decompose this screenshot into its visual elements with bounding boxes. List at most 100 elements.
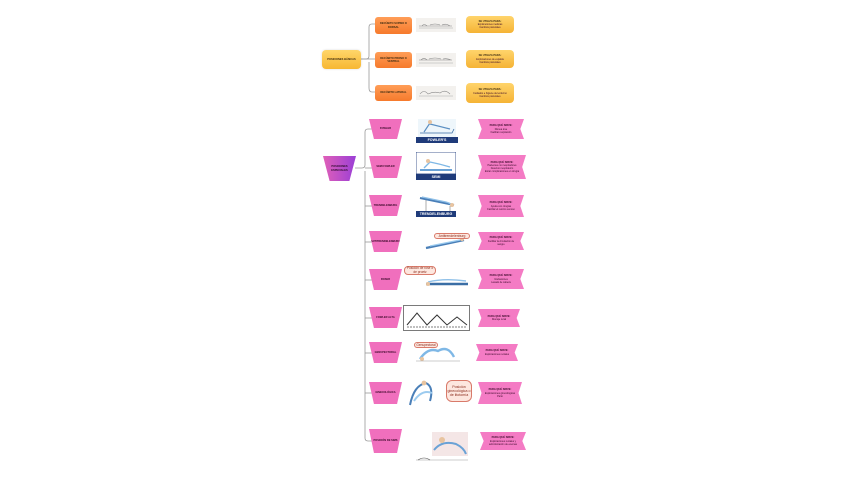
- branch-node-sims[interactable]: POSICIÓN DE SIMS: [369, 429, 402, 453]
- uses-item: Ayuda con cirugías: [490, 204, 512, 208]
- uses-list: Exploraciones rectales: [485, 353, 509, 356]
- trendelenburg-bed-illustration: [419, 196, 455, 211]
- branch-node-label: FOWLER: [379, 127, 392, 131]
- uses-box-lateral: SE UTILIZA PARA: Cuidados e higiene del …: [466, 83, 514, 103]
- uses-list: Ayuda con cirugías Facilitar el retorno …: [487, 205, 515, 211]
- uses-item: Facilitar la circulación de sangre: [487, 239, 515, 246]
- uses-list: Exploraciones médicas Cambios posturales: [478, 23, 503, 29]
- uses-title: SE UTILIZA PARA:: [478, 88, 502, 92]
- roser-callout: Posición de rose o de proetz: [404, 266, 436, 275]
- callout-text: Antitrendelenburg: [438, 234, 466, 238]
- ginecologica-callout: Posición ginecológica o de litotomía: [446, 380, 472, 402]
- supine-position-illustration: [416, 18, 456, 32]
- uses-box-prone: SE UTILIZA PARA: Exploraciones de espald…: [466, 50, 514, 68]
- uses-list: Cuidados e higiene del enfermo Cambios p…: [473, 92, 507, 98]
- uses-box-sims: PARA QUÉ SIRVE: Exploraciones rectales y…: [480, 432, 526, 450]
- genupectoral-callout: Genupectoral: [414, 342, 438, 348]
- fowler-bed-illustration: [418, 119, 456, 137]
- branch-node-label: SEMI FOWLER: [376, 165, 395, 169]
- uses-box-fowler: PARA QUÉ SIRVE: Disnea leve Facilitar re…: [478, 119, 524, 139]
- uses-list: Exploraciones ginecológicas Parto: [485, 392, 515, 398]
- uses-title: SE UTILIZA PARA:: [478, 54, 502, 58]
- root-node-label: POSICIONES BÁSICAS: [327, 57, 356, 61]
- uses-item: Cambios posturales: [479, 60, 501, 64]
- branch-node-label: GENUPECTORAL: [374, 350, 397, 354]
- uses-item: Cambios posturales: [479, 26, 501, 30]
- branch-node-label: ANTITRENDELENBURG: [370, 239, 401, 243]
- root-node-label: POSICIONES ESPECIALES: [331, 165, 348, 172]
- antitrendelenburg-illustration: [425, 237, 465, 250]
- sims-illustration: [416, 432, 468, 461]
- roser-illustration: [426, 279, 468, 286]
- branch-node-label: FOWLER ALTA: [376, 315, 395, 319]
- uses-title: PARA QUÉ SIRVE:: [487, 314, 511, 318]
- uses-box-semi-fowler: PARA QUÉ SIRVE: Pacientes con respirador…: [478, 155, 526, 179]
- branch-node-semi-fowler[interactable]: SEMI FOWLER: [369, 156, 402, 178]
- branch-node-label: ROSER: [380, 277, 391, 281]
- uses-title: PARA QUÉ SIRVE:: [489, 274, 513, 278]
- fowler-alta-illustration: [403, 305, 470, 331]
- uses-box-roser: PARA QUÉ SIRVE: Intubaciones Lavado de c…: [478, 269, 524, 289]
- branch-node-trendelenburg[interactable]: TRENDELENBURG: [369, 195, 402, 216]
- uses-item: Exploraciones ginecológicas: [484, 391, 516, 395]
- branch-node-lateral[interactable]: DECÚBITO LATERAL: [375, 85, 412, 101]
- branch-node-antitrendelenburg[interactable]: ANTITRENDELENBURG: [369, 231, 402, 252]
- uses-item: Pacientes con respiradores: [487, 164, 517, 168]
- branch-node-label: TRENDELENBURG: [373, 203, 398, 207]
- branch-node-prone[interactable]: DECÚBITO PRONO O VENTRAL: [375, 52, 412, 68]
- uses-item: Evitar complicaciones en cirugía: [484, 170, 520, 174]
- branch-node-label: DECÚBITO PRONO O VENTRAL: [380, 56, 407, 63]
- uses-item: Disnea leve: [494, 127, 508, 131]
- uses-title: PARA QUÉ SIRVE:: [489, 236, 513, 240]
- uses-list: Drenaje renal: [492, 318, 506, 321]
- genupectoral-illustration: [416, 347, 460, 362]
- branch-node-fowler[interactable]: FOWLER: [369, 119, 402, 139]
- callout-text: Genupectoral: [416, 343, 436, 347]
- uses-item: Drenaje renal: [491, 318, 507, 322]
- branch-node-genupectoral[interactable]: GENUPECTORAL: [369, 342, 402, 363]
- uses-item: Exploraciones médicas: [477, 23, 503, 27]
- antitrendelenburg-callout: Antitrendelenburg: [434, 233, 470, 239]
- semi-fowler-strip-label: SEMI: [416, 174, 456, 180]
- uses-item: Cambios posturales: [479, 94, 501, 98]
- branch-node-ginecologica[interactable]: GINECOLÓGICA: [369, 382, 402, 404]
- uses-title: PARA QUÉ SIRVE:: [489, 124, 513, 128]
- uses-list: Disnea leve Facilitar respiración: [491, 128, 512, 134]
- uses-box-antitrendelenburg: PARA QUÉ SIRVE: Facilitar la circulación…: [478, 232, 524, 250]
- uses-box-fowler-alta: PARA QUÉ SIRVE: Drenaje renal: [478, 309, 520, 327]
- uses-title: SE UTILIZA PARA:: [478, 19, 502, 23]
- branch-node-supine[interactable]: DECÚBITO SUPINO O DORSAL: [375, 17, 412, 34]
- branch-node-fowler-alta[interactable]: FOWLER ALTA: [369, 307, 402, 328]
- uses-title: PARA QUÉ SIRVE:: [491, 436, 515, 440]
- uses-box-trendelenburg: PARA QUÉ SIRVE: Ayuda con cirugías Facil…: [478, 195, 524, 217]
- uses-item: Deterioro respiratorio: [490, 167, 514, 171]
- uses-list: Facilitar la circulación de sangre: [484, 240, 518, 246]
- uses-item: Exploraciones de espalda: [476, 57, 504, 61]
- uses-list: Exploraciones de espalda Cambios postura…: [476, 58, 503, 64]
- uses-item: Facilitar respiración: [490, 130, 512, 134]
- uses-title: PARA QUÉ SIRVE:: [490, 160, 514, 164]
- root-node-basic-positions[interactable]: POSICIONES BÁSICAS: [322, 50, 361, 69]
- uses-item: Exploraciones rectales y administración …: [489, 439, 517, 446]
- uses-title: PARA QUÉ SIRVE:: [489, 201, 513, 205]
- uses-title: PARA QUÉ SIRVE:: [485, 349, 509, 353]
- uses-item: Intubaciones: [494, 277, 508, 281]
- uses-item: Exploraciones rectales: [484, 352, 510, 356]
- branch-node-label: GINECOLÓGICA: [375, 391, 396, 395]
- branch-node-label: POSICIÓN DE SIMS: [373, 439, 398, 443]
- callout-text: Posición ginecológica o de litotomía: [447, 384, 471, 398]
- callout-text: Posición de rose o de proetz: [406, 265, 434, 274]
- branch-node-label: DECÚBITO LATERAL: [380, 91, 407, 95]
- uses-list: Intubaciones Lavado de cabeza: [491, 278, 511, 284]
- uses-title: PARA QUÉ SIRVE:: [488, 388, 512, 392]
- branch-node-roser[interactable]: ROSER: [369, 269, 402, 290]
- root-node-special-positions[interactable]: POSICIONES ESPECIALES: [323, 156, 356, 181]
- prone-position-illustration: [416, 53, 456, 67]
- branch-node-label: DECÚBITO SUPINO O DORSAL: [380, 22, 407, 29]
- uses-item: Parto: [497, 394, 503, 398]
- uses-box-ginecologica: PARA QUÉ SIRVE: Exploraciones ginecológi…: [478, 382, 522, 404]
- trendelenburg-strip-label: TRENDELENBURG: [416, 211, 456, 217]
- lateral-position-illustration: [416, 86, 456, 100]
- uses-box-genupectoral: PARA QUÉ SIRVE: Exploraciones rectales: [476, 344, 518, 361]
